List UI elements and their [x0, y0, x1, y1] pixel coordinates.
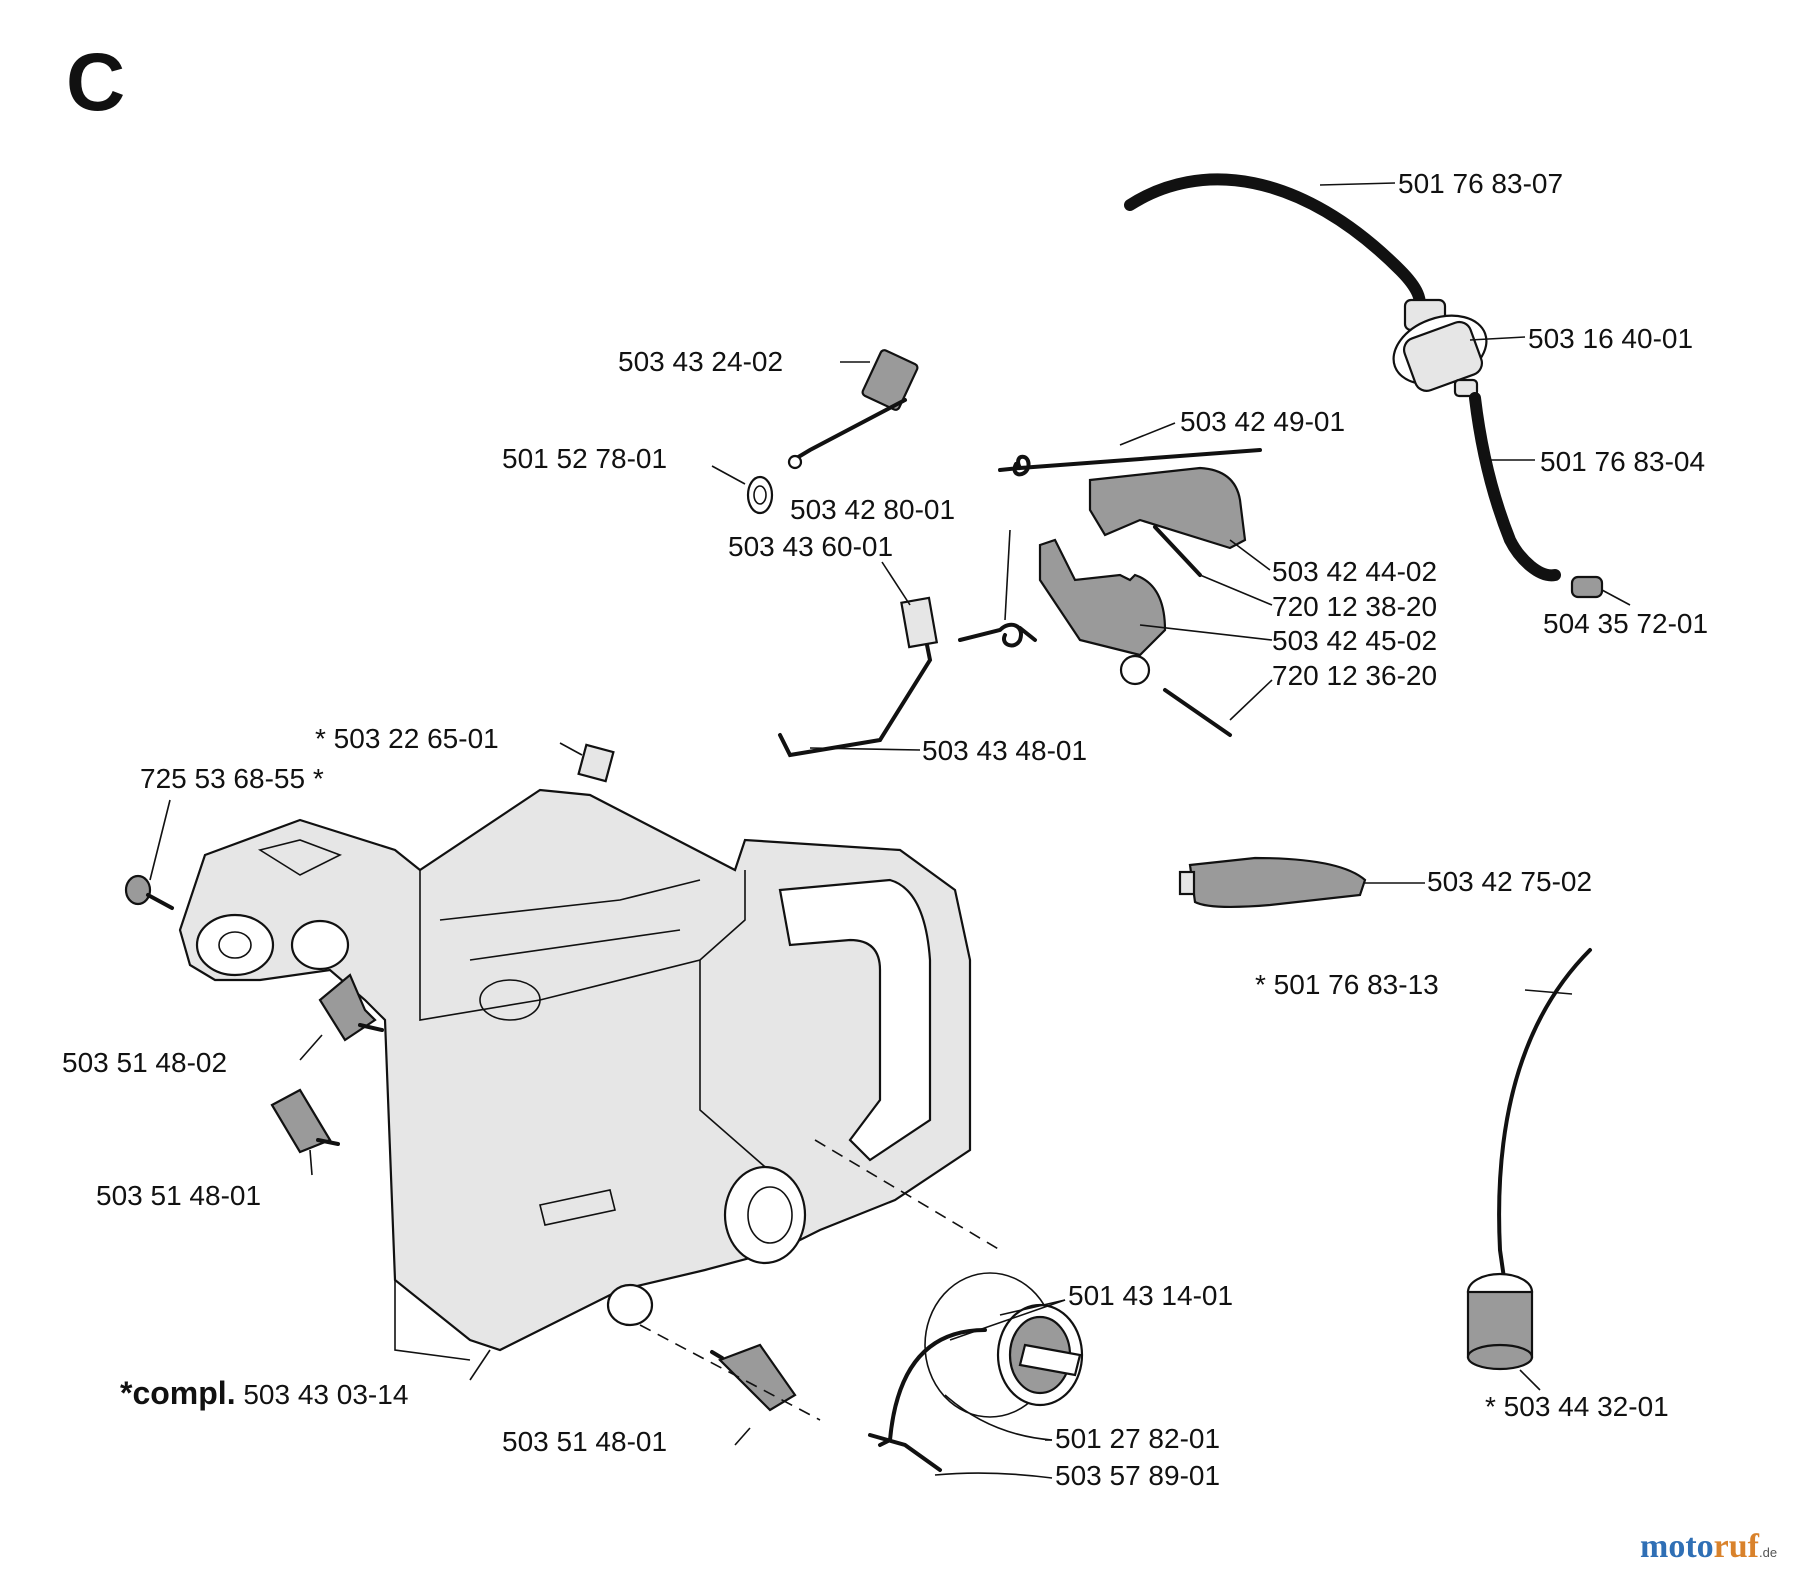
part-label-cap-strap: 503 57 89-01 — [1055, 1460, 1221, 1491]
watermark-part1: moto — [1640, 1528, 1714, 1565]
part-label-part-42-80: 503 42 80-01 — [790, 494, 956, 525]
tank-housing-number: 503 43 03-14 — [243, 1379, 409, 1410]
part-label-av-buffer-2: 503 51 48-01 — [96, 1180, 262, 1211]
av-buffer-3 — [710, 1343, 797, 1412]
section-letter: C — [66, 37, 126, 128]
fuel-cap-assembly — [868, 1272, 1084, 1472]
spring — [998, 448, 1262, 477]
part-label-hose-fitting: 504 35 72-01 — [1543, 608, 1709, 639]
tank-housing — [178, 788, 972, 1361]
part-label-pin-upper: 720 12 38-20 — [1272, 591, 1438, 622]
part-label-fuel-cap: 501 27 82-01 — [1055, 1423, 1221, 1454]
part-label-o-ring: 501 43 14-01 — [1068, 1280, 1234, 1311]
part-label-throttle-lock-lever: 503 43 48-01 — [922, 735, 1088, 766]
part-label-av-buffer-3: 503 51 48-01 — [502, 1426, 668, 1457]
fuel-pickup-hose — [1497, 948, 1592, 1287]
part-label-handle-grip: 503 42 75-02 — [1427, 866, 1593, 897]
part-label-tank-housing: *compl. 503 43 03-14 — [120, 1377, 408, 1409]
hose-fitting — [1570, 575, 1604, 599]
watermark-logo: motoruf.de — [1640, 1528, 1777, 1566]
av-buffer-1 — [318, 973, 384, 1042]
fuel-pickup-filter — [1466, 1272, 1534, 1371]
part-label-fuel-pickup-filter: * 503 44 32-01 — [1485, 1391, 1669, 1422]
assembly-line — [814, 1139, 1001, 1251]
part-label-fuel-filter: 503 16 40-01 — [1528, 323, 1694, 354]
av-buffer-2 — [270, 1088, 340, 1154]
part-label-spring: 503 42 49-01 — [1180, 406, 1346, 437]
part-label-screw: 725 53 68-55 * — [140, 763, 324, 794]
screw — [124, 874, 174, 910]
part-label-washer: 501 52 78-01 — [502, 443, 668, 474]
return-spring — [958, 622, 1037, 648]
part-label-pin-lower: 720 12 36-20 — [1272, 660, 1438, 691]
washer — [746, 475, 774, 515]
part-label-fuel-hose-upper: 501 76 83-07 — [1398, 168, 1564, 199]
part-label-part-43-60: 503 43 60-01 — [728, 531, 894, 562]
part-label-fuel-hose-lower: 501 76 83-04 — [1540, 446, 1706, 477]
watermark-part2: ruf — [1713, 1528, 1759, 1565]
part-label-trigger-cover: 503 42 44-02 — [1272, 556, 1438, 587]
throttle-rod — [787, 349, 919, 470]
pin-upper — [1153, 525, 1202, 577]
fuel-hose-upper — [1124, 173, 1426, 311]
throttle-trigger — [1038, 538, 1167, 657]
trigger-cover — [1088, 466, 1247, 550]
pin-lower — [1163, 688, 1232, 737]
part-label-throttle-trigger: 503 42 45-02 — [1272, 625, 1438, 656]
part-label-av-buffer-1: 503 51 48-02 — [62, 1047, 228, 1078]
handle-grip — [1188, 856, 1367, 908]
watermark-suffix: .de — [1758, 1545, 1778, 1560]
part-label-throttle-rod: 503 43 24-02 — [618, 346, 784, 377]
part-label-fuel-pickup-hose: * 501 76 83-13 — [1255, 969, 1439, 1000]
leader-lines — [149, 182, 1631, 1479]
nut — [577, 743, 615, 783]
fuel-hose-lower — [1469, 392, 1561, 582]
fuel-filter — [1392, 298, 1488, 398]
compl-prefix: *compl. — [120, 1375, 236, 1411]
small-washer — [1119, 654, 1151, 686]
part-label-nut: * 503 22 65-01 — [315, 723, 499, 754]
